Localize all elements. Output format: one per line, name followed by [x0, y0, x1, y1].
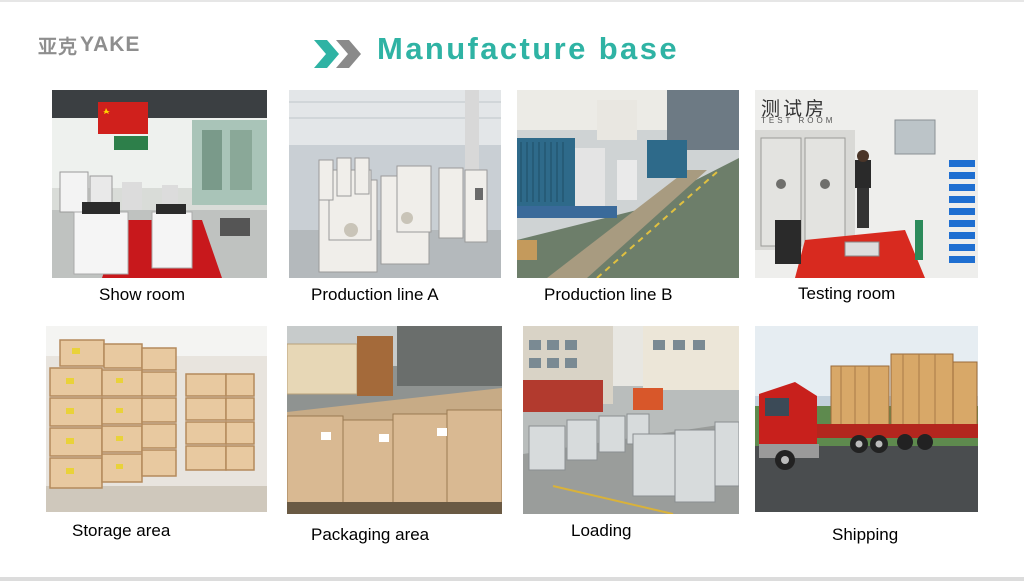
photo-show-room — [52, 90, 267, 278]
top-divider — [0, 0, 1024, 2]
testing-room-sign-cn: 测试房 — [761, 98, 828, 120]
photo-production-line-b — [517, 90, 739, 278]
photo-shipping — [755, 326, 978, 512]
logo-chinese-text: 亚克 — [38, 35, 79, 58]
caption-production-line-b: Production line B — [544, 285, 673, 304]
caption-shipping: Shipping — [832, 525, 899, 544]
photo-loading — [523, 326, 739, 514]
bottom-divider — [0, 577, 1024, 581]
company-logo: 亚克 YAKE — [38, 32, 140, 58]
caption-storage-area: Storage area — [72, 521, 171, 540]
double-chevron-icon — [314, 40, 361, 68]
photo-packaging-area — [287, 326, 502, 514]
testing-room-sign-en: TEST ROOM — [761, 116, 836, 125]
logo-english-text: YAKE — [80, 33, 141, 56]
photo-production-line-a — [289, 90, 501, 278]
caption-show-room: Show room — [99, 285, 185, 304]
photo-storage-area — [46, 326, 267, 512]
caption-loading: Loading — [571, 521, 632, 540]
caption-packaging-area: Packaging area — [311, 525, 430, 544]
photo-testing-room: 测试房 TEST ROOM — [755, 90, 978, 278]
page-title: Manufacture base — [377, 31, 679, 66]
caption-testing-room: Testing room — [798, 284, 896, 303]
caption-production-line-a: Production line A — [311, 285, 439, 304]
